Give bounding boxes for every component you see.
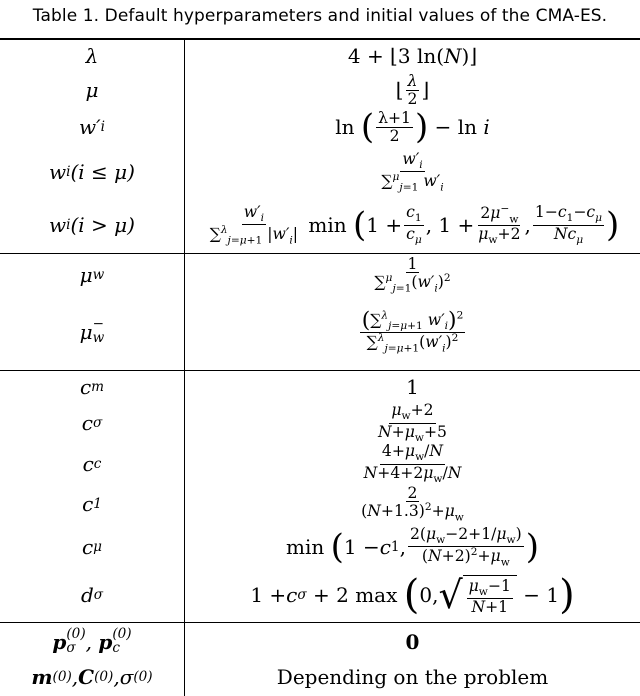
- value-mu-w-minus: (∑λj=μ+1 w′i)2∑λj=μ+1(w′i)2: [359, 307, 466, 355]
- param-m-init: m(0),C(0),σ(0): [31, 665, 153, 689]
- param-mu: μ: [85, 78, 99, 102]
- value-w-le-mu: w′i∑μj=1 w′i: [381, 149, 444, 194]
- value-c-m: 1: [406, 375, 419, 399]
- param-w-prime: w′i: [78, 115, 106, 139]
- value-p-init: 0: [405, 630, 420, 654]
- value-c-1: 2(N+1.3)2+μw: [361, 483, 464, 524]
- value-m-init: Depending on the problem: [276, 665, 549, 689]
- value-mu-w: 1∑μj=1(w′i)2: [374, 254, 451, 295]
- group-rule-2: [0, 370, 640, 371]
- param-p-init: p(0)σ, p(0)c: [52, 626, 132, 656]
- table-caption: Table 1. Default hyperparameters and ini…: [32, 6, 608, 26]
- param-lambda: λ: [85, 44, 99, 68]
- column-divider: [184, 38, 185, 696]
- group-rule-3: [0, 622, 640, 623]
- value-lambda: 4 + ⌊3 ln(N)⌋: [347, 44, 478, 68]
- param-mu-w-minus: μ−w: [79, 316, 105, 346]
- group-rule-1: [0, 253, 640, 254]
- table-top-rule: [0, 38, 640, 40]
